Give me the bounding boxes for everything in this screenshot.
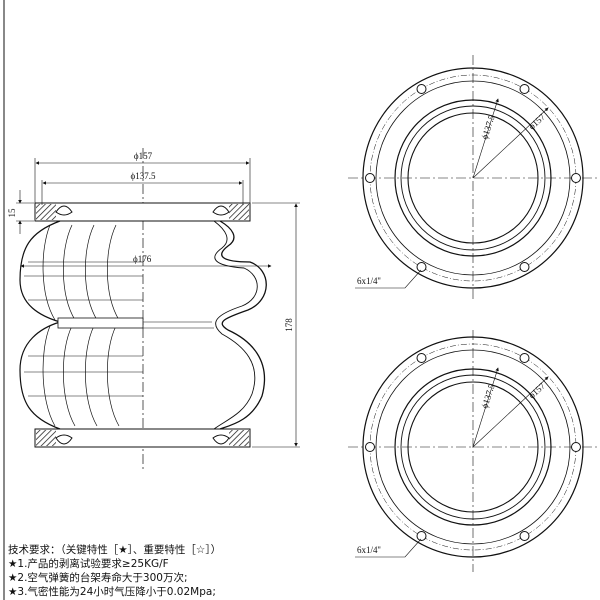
bolt-hole-icon xyxy=(519,262,530,272)
dim-bulge-diameter: ϕ176 xyxy=(133,254,152,264)
bolt-hole-icon xyxy=(365,442,375,452)
bottom-bolt-holes xyxy=(365,353,581,541)
bolt-hole-icon xyxy=(519,84,530,94)
bolt-hole-icon xyxy=(365,173,375,183)
dim-outer-diameter: ϕ157 xyxy=(134,151,153,161)
bolt-hole-icon xyxy=(416,353,427,363)
left-bellows-outline xyxy=(19,220,63,430)
bottom-plate-view xyxy=(348,330,600,572)
note-item: ★1.产品的剥离试验要求≥25KG/F xyxy=(8,558,169,570)
bolt-hole-icon xyxy=(571,173,581,183)
bottom-plate-outer-label: ϕ157 xyxy=(527,381,548,401)
top-bolt-holes xyxy=(365,84,581,272)
bottom-plate-bolt-label: 6x1/4'' xyxy=(357,545,381,555)
side-view xyxy=(16,148,300,470)
bolt-hole-icon xyxy=(519,531,530,541)
bolt-hole-icon xyxy=(519,353,530,363)
top-plate-view xyxy=(348,55,600,302)
bottom-plate-outer-ring xyxy=(362,336,584,558)
note-item: ★3.气密性能为24小时气压降小于0.02Mpa; xyxy=(8,586,216,598)
notes-heading: 技术要求：（关键特性［★］、重要特性［☆］） xyxy=(8,544,222,556)
top-plate-bolt-circle: ϕ137.5 xyxy=(479,113,496,140)
dim-flange-height: 15 xyxy=(7,208,17,218)
bolt-hole-icon xyxy=(416,531,427,541)
right-bellows-inner xyxy=(213,220,258,430)
note-item: ★2.空气弹簧的台架寿命大于300万次; xyxy=(8,572,188,584)
top-plate-bolt-label: 6x1/4'' xyxy=(357,276,381,286)
top-plate-outer-ring xyxy=(362,67,584,289)
right-bellows-outer xyxy=(219,220,267,430)
top-plate-outer-label: ϕ157 xyxy=(527,112,548,132)
bolt-hole-icon xyxy=(571,442,581,452)
dim-inner-diameter: ϕ137.5 xyxy=(131,171,156,181)
bolt-hole-icon xyxy=(416,84,427,94)
technical-requirements: 技术要求：（关键特性［★］、重要特性［☆］） ★1.产品的剥离试验要求≥25KG… xyxy=(8,543,448,599)
bottom-plate-bolt-circle: ϕ137.5 xyxy=(479,382,496,409)
bolt-hole-icon xyxy=(416,262,427,272)
dim-total-height: 178 xyxy=(284,318,294,332)
